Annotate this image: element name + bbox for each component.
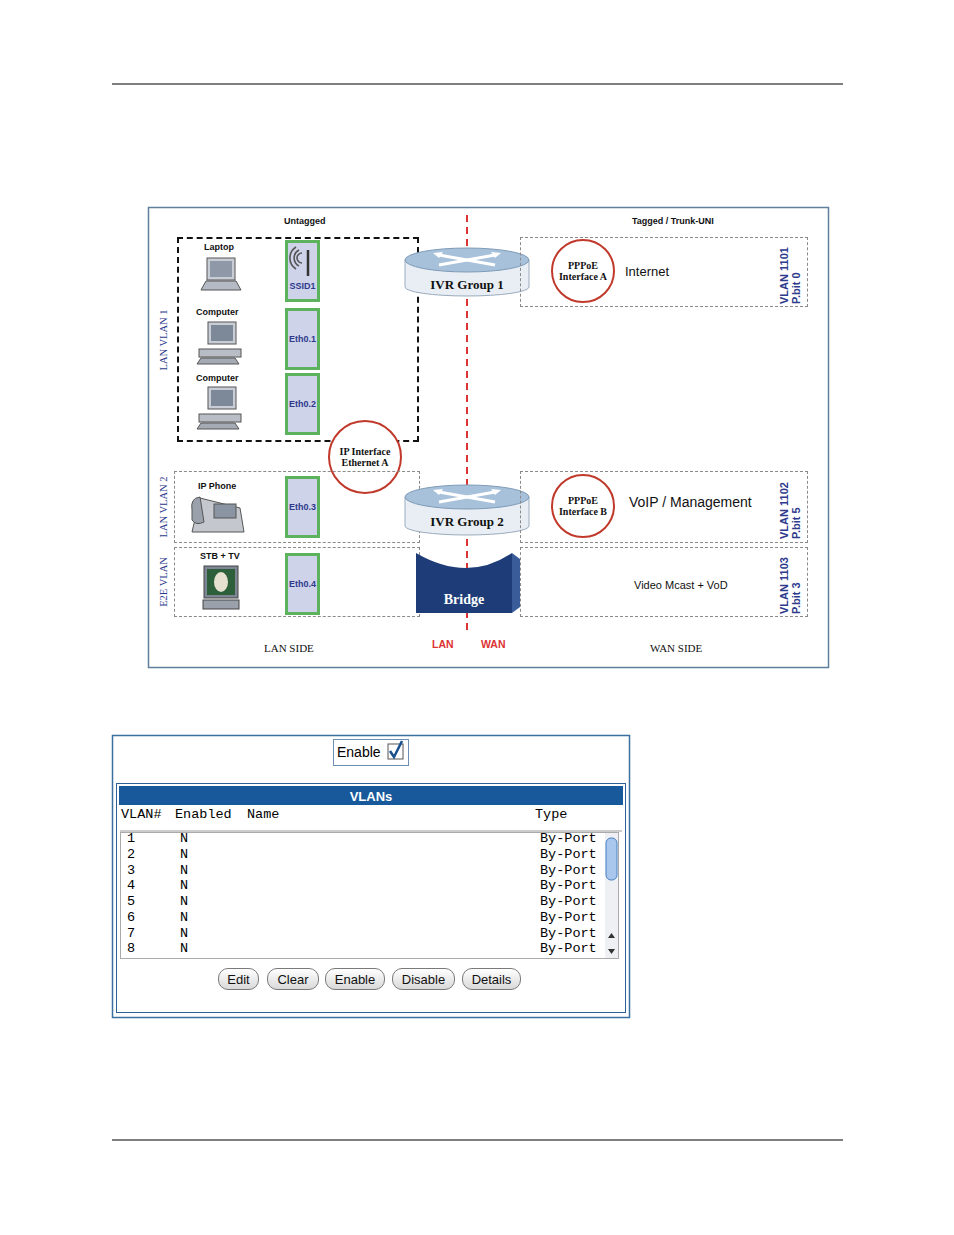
interface-label: PPPoE Interface A	[557, 260, 609, 283]
interface-circle: PPPoE Interface A	[551, 239, 615, 303]
enabled-cell: N	[180, 879, 188, 894]
service-label: VoIP / Management	[629, 495, 752, 510]
type-cell: By-Port	[540, 848, 597, 863]
enable-checkbox: Enable	[333, 739, 409, 766]
region-heading: Tagged / Trunk-UNI	[632, 217, 714, 227]
port-box: Eth0.3	[285, 476, 320, 538]
row-number: 3	[127, 864, 135, 879]
enabled-cell: N	[180, 927, 188, 942]
button-label: Edit	[227, 972, 249, 987]
router-shape: IVR Group 1	[404, 247, 530, 297]
button: Enable	[325, 968, 385, 990]
row-number: 2	[127, 848, 135, 863]
port-label: SSID1	[289, 281, 315, 291]
type-cell: By-Port	[540, 895, 597, 910]
vlan-name-label: E2E VLAN	[158, 557, 169, 607]
enabled-cell: N	[180, 864, 188, 879]
router-shape: IVR Group 2	[404, 484, 530, 536]
button-label: Details	[472, 972, 512, 987]
type-cell: By-Port	[540, 911, 597, 926]
button-label: Clear	[277, 972, 308, 987]
checkbox-label: Enable	[337, 744, 381, 760]
vlan-tag-label: VLAN 1101 P.bit 0	[778, 240, 802, 304]
port-box: SSID1	[285, 240, 320, 302]
interface-label: IP Interface Ethernet A	[334, 446, 396, 469]
type-cell: By-Port	[540, 879, 597, 894]
router-label: IVR Group 2	[430, 514, 503, 529]
column-header: Name	[247, 808, 279, 823]
port-box: Eth0.1	[285, 308, 320, 370]
enabled-cell: N	[180, 895, 188, 910]
region-heading: Untagged	[284, 217, 326, 227]
row-number: 1	[127, 832, 135, 847]
side-label: LAN SIDE	[264, 642, 314, 654]
button: Disable	[392, 968, 455, 990]
port-box: Eth0.4	[285, 553, 320, 615]
enabled-cell: N	[180, 832, 188, 847]
port-label: Eth0.4	[289, 579, 316, 589]
service-label: Internet	[625, 265, 669, 279]
table-title: VLANs	[350, 789, 393, 804]
side-label: WAN SIDE	[650, 642, 702, 654]
bridge-label: Bridge	[444, 592, 484, 607]
interface-label: PPPoE Interface B	[557, 495, 609, 518]
row-number: 8	[127, 942, 135, 957]
type-cell: By-Port	[540, 864, 597, 879]
vlan-tag-label: VLAN 1103 P.bit 3	[778, 550, 802, 614]
button: Edit	[218, 968, 259, 990]
enabled-cell: N	[180, 911, 188, 926]
enabled-cell: N	[180, 942, 188, 957]
column-header: Type	[535, 808, 567, 823]
router-label: IVR Group 1	[430, 277, 503, 292]
button: Clear	[267, 968, 319, 990]
service-label: Video Mcast + VoD	[634, 579, 728, 591]
button-label: Enable	[335, 972, 375, 987]
vlan-region: LAN VLAN 1SSID1Eth0.1Eth0.2	[177, 237, 419, 442]
vlan-tag-label: VLAN 1102 P.bit 5	[778, 475, 802, 539]
column-header: VLAN#	[121, 808, 162, 823]
row-number: 5	[127, 895, 135, 910]
port-label: Eth0.1	[289, 334, 316, 344]
port-box: Eth0.2	[285, 373, 320, 435]
interface-circle: IP Interface Ethernet A	[328, 420, 402, 494]
row-number: 4	[127, 879, 135, 894]
device-label: Laptop	[204, 243, 234, 253]
button-label: Disable	[402, 972, 445, 987]
vlan-name-label: LAN VLAN 2	[158, 476, 169, 537]
side-label: WAN	[481, 639, 506, 651]
device-label: IP Phone	[198, 482, 236, 492]
type-cell: By-Port	[540, 942, 597, 957]
type-cell: By-Port	[540, 832, 597, 847]
device-label: STB + TV	[200, 552, 240, 562]
row-number: 7	[127, 927, 135, 942]
device-label: Computer	[196, 374, 239, 384]
type-cell: By-Port	[540, 927, 597, 942]
vlan-name-label: LAN VLAN 1	[158, 309, 169, 370]
button: Details	[462, 968, 521, 990]
port-label: Eth0.3	[289, 502, 316, 512]
table-header-bar: VLANs	[119, 786, 623, 805]
device-label: Computer	[196, 308, 239, 318]
side-label: LAN	[432, 639, 454, 651]
row-number: 6	[127, 911, 135, 926]
bridge-shape: Bridge	[416, 549, 520, 613]
enabled-cell: N	[180, 848, 188, 863]
port-label: Eth0.2	[289, 399, 316, 409]
column-header: Enabled	[175, 808, 232, 823]
interface-circle: PPPoE Interface B	[551, 474, 615, 538]
